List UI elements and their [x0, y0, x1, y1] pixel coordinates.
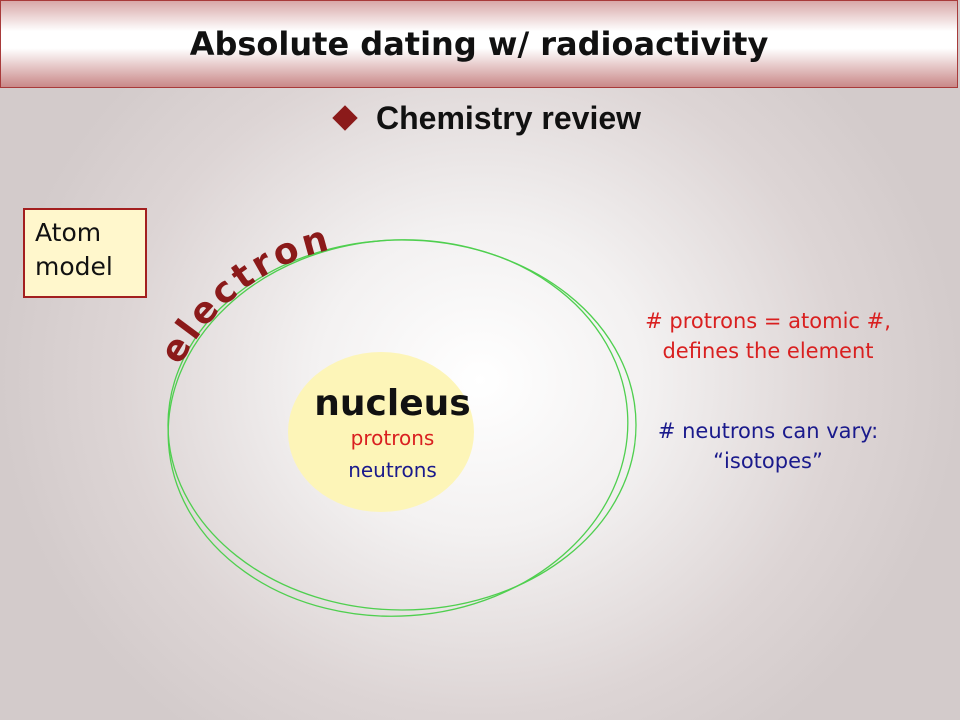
- page-title: Absolute dating w/ radioactivity: [189, 25, 769, 63]
- nucleus-label: nucleus: [314, 383, 471, 424]
- neutrons-note-line2: “isotopes”: [713, 449, 823, 473]
- protons-note-line2: defines the element: [662, 339, 874, 363]
- nucleus-shape: [288, 352, 474, 512]
- protons-note-line1: # protrons = atomic #,: [645, 309, 891, 333]
- neutrons-note: # neutrons can vary: “isotopes”: [598, 416, 938, 476]
- electrons-label: electrons: [0, 0, 336, 370]
- inner-orbit: [167, 239, 629, 617]
- neutrons-label: neutrons: [348, 458, 437, 482]
- title-bar: Absolute dating w/ radioactivity: [0, 0, 958, 88]
- protons-label: protrons: [350, 426, 435, 450]
- atom-model-box: Atom model: [23, 208, 147, 298]
- electrons-label-text: electrons: [0, 0, 332, 370]
- protons-note: # protrons = atomic #, defines the eleme…: [598, 306, 938, 366]
- atom-box-line1: Atom: [35, 218, 102, 247]
- section-heading-text: Chemistry review: [376, 99, 642, 136]
- neutrons-note-line1: # neutrons can vary:: [657, 419, 879, 443]
- section-heading: Chemistry review: [330, 96, 641, 140]
- atom-box-line2: model: [35, 252, 113, 281]
